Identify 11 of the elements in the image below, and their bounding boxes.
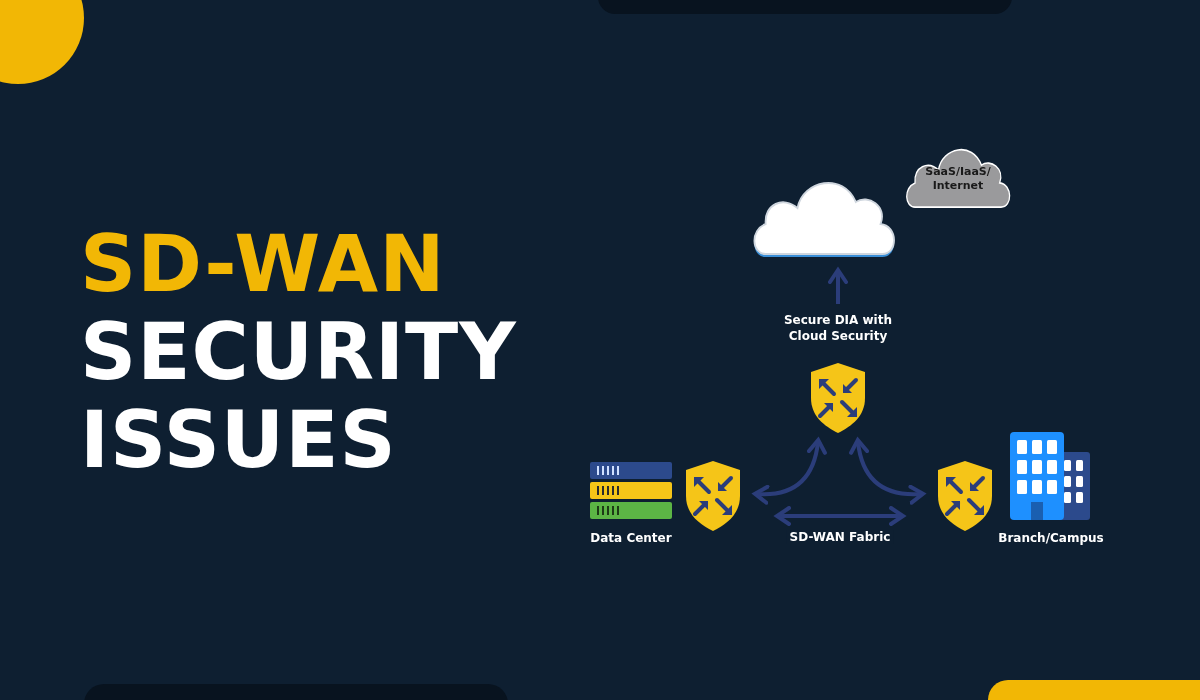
arrow	[775, 506, 905, 526]
node-caption: Secure DIA with Cloud Security	[782, 312, 893, 344]
node-caption: Data Center	[590, 530, 672, 546]
shield-router-icon	[685, 460, 741, 532]
arrow	[828, 268, 848, 304]
cloud-label: SaaS/IaaS/ Internet	[924, 165, 992, 193]
arrow	[753, 438, 827, 505]
node-caption: Branch/Campus	[998, 530, 1104, 546]
arrow	[849, 438, 925, 505]
shield-router-icon	[937, 460, 993, 532]
page-title: SD-WAN SECURITY ISSUES	[80, 220, 517, 484]
